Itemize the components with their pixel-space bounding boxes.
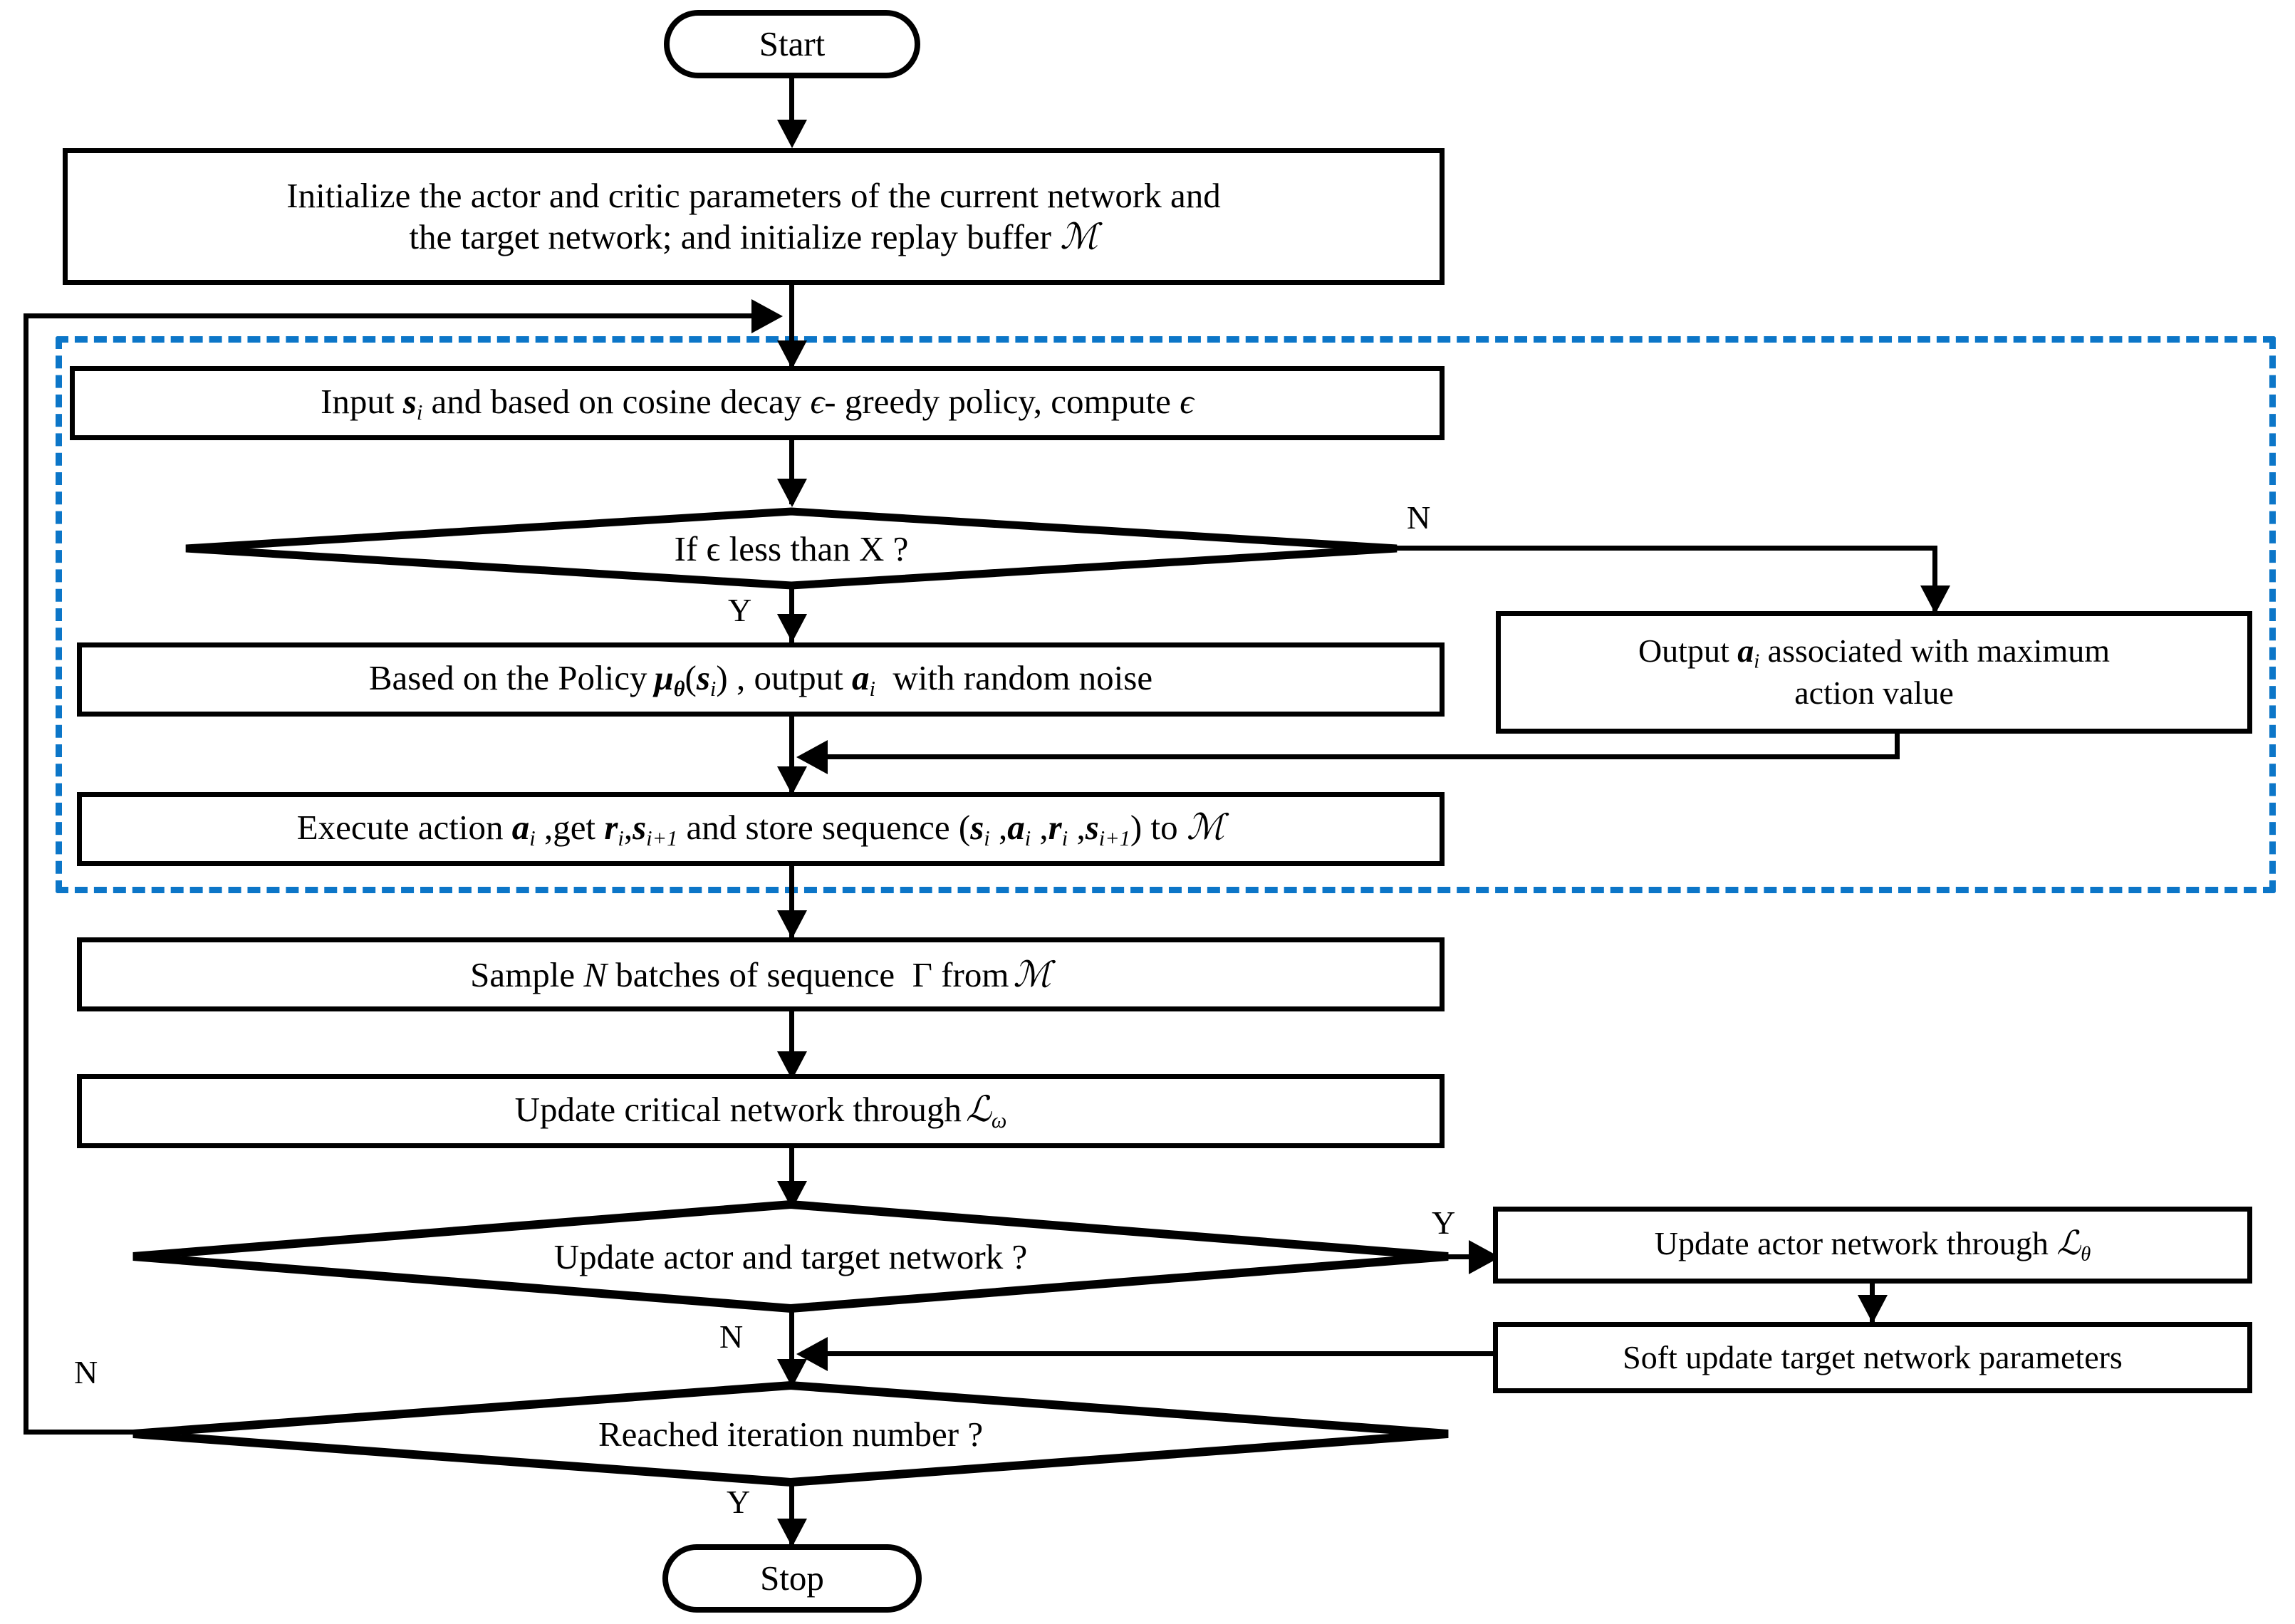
node-decision-iterations[interactable]: Reached iteration number ?	[128, 1380, 1453, 1487]
node-decision-update-actor-label: Update actor and target network ?	[553, 1237, 1028, 1276]
node-initialize[interactable]: Initialize the actor and critic paramete…	[63, 148, 1445, 285]
node-start-label: Start	[759, 24, 826, 64]
edge-label-iterations-yes: Y	[727, 1484, 751, 1520]
edge-label-epsilon-yes: Y	[728, 592, 752, 628]
node-execute-action-label: Execute action ai ,get ri,si+1 and store…	[296, 806, 1225, 851]
node-decision-update-actor[interactable]: Update actor and target network ?	[128, 1199, 1453, 1313]
edge-start-to-initialize	[789, 78, 794, 124]
arrowhead-initialize	[777, 120, 807, 148]
edge-label-update-actor-yes: Y	[1432, 1204, 1456, 1241]
node-start[interactable]: Start	[664, 10, 920, 78]
edge-label-iterations-no: N	[74, 1354, 98, 1390]
node-decision-epsilon-label: If ϵ less than X ?	[674, 529, 909, 568]
edge-update-actor-yes	[1446, 1254, 1489, 1259]
node-soft-update[interactable]: Soft update target network parameters	[1493, 1322, 2252, 1393]
node-decision-iterations-label: Reached iteration number ?	[598, 1414, 984, 1454]
node-update-actor[interactable]: Update actor network through ℒθ	[1493, 1207, 2252, 1284]
arrowhead-max-action	[1920, 585, 1950, 614]
edge-loopback-left	[24, 316, 28, 1435]
node-update-actor-label: Update actor network through ℒθ	[1654, 1223, 2091, 1266]
edge-label-update-actor-no: N	[719, 1318, 744, 1355]
arrowhead-sample-batches	[777, 910, 807, 939]
edge-policy-to-execute	[789, 717, 794, 795]
arrowhead-stop	[777, 1519, 807, 1547]
node-stop-label: Stop	[760, 1558, 824, 1598]
node-input-state-label: Input si and based on cosine decay ϵ- gr…	[321, 381, 1194, 425]
decision-iterations-shape	[132, 1380, 1449, 1487]
edge-label-epsilon-no: N	[1407, 499, 1431, 536]
edge-max-action-to-main	[826, 754, 1900, 759]
edge-epsilon-no-vertical	[1932, 546, 1937, 615]
node-input-state[interactable]: Input si and based on cosine decay ϵ- gr…	[70, 366, 1445, 440]
arrowhead-policy-output	[777, 614, 807, 642]
node-stop[interactable]: Stop	[662, 1544, 922, 1613]
edge-loopback-bottom	[24, 1430, 137, 1435]
node-soft-update-label: Soft update target network parameters	[1623, 1338, 2123, 1375]
arrowhead-execute-action	[777, 766, 807, 795]
edge-initialize-to-input	[789, 285, 794, 370]
arrowhead-loopback	[751, 299, 783, 333]
edge-epsilon-no-horizontal	[1396, 546, 1937, 551]
edge-update-actor-no	[789, 1312, 794, 1388]
arrowhead-decision-epsilon	[777, 479, 807, 507]
edge-execute-to-sample	[789, 866, 794, 940]
node-execute-action[interactable]: Execute action ai ,get ri,si+1 and store…	[77, 792, 1445, 866]
edge-max-action-down	[1895, 734, 1900, 759]
edge-input-to-decision1	[789, 440, 794, 504]
node-initialize-label: Initialize the actor and critic paramete…	[286, 175, 1221, 258]
edge-sample-to-critic	[789, 1011, 794, 1080]
arrowhead-input-state	[777, 340, 807, 369]
edge-soft-update-to-main	[826, 1351, 1496, 1356]
arrowhead-soft-update	[1858, 1295, 1888, 1323]
edge-iterations-yes	[789, 1483, 794, 1551]
node-decision-epsilon[interactable]: If ϵ less than X ?	[182, 507, 1401, 590]
edge-loopback-top	[24, 313, 764, 318]
